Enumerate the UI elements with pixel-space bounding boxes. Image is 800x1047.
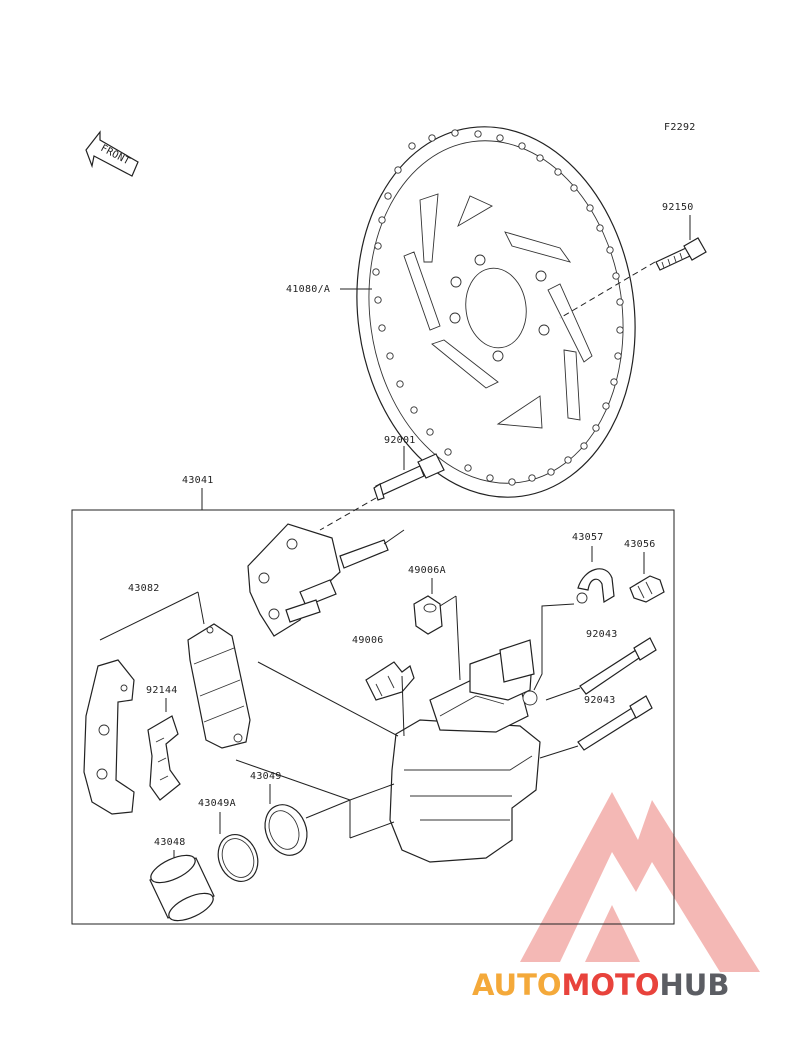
label-bleeder-cap: 43057 [572,532,604,543]
watermark-auto: AUTO [472,968,562,1002]
piston [149,854,215,922]
label-boot-a: 49006A [408,565,446,576]
pin-lower [577,695,653,751]
bleeder-valve [629,575,665,603]
label-piston: 43048 [154,837,186,848]
label-pin-lower: 92043 [584,695,616,706]
label-bleeder-valve: 43056 [624,539,656,550]
watermark-logo [520,792,760,972]
label-seal: 43049 [250,771,282,782]
assembly-frame [71,509,675,925]
pad-backing-plate [83,659,135,815]
label-disc: 41080/A [286,284,330,295]
disc-rim-holes [372,129,624,486]
brake-disc [356,126,636,498]
boot-a [413,595,443,635]
pad-spring [147,715,181,801]
watermark-text: AUTOMOTOHUB [472,968,729,1002]
watermark-hub: HUB [660,968,730,1002]
bolt-92001 [373,453,445,501]
label-disc-bolt: 92150 [662,202,694,213]
seal [264,804,308,856]
label-caliper-assembly: 43041 [182,475,214,486]
watermark-triangle [520,792,760,972]
label-boot: 49006 [352,635,384,646]
disc-bolt [655,237,707,271]
seal-a [217,834,259,882]
watermark-moto: MOTO [562,968,660,1002]
label-pad-assembly: 43082 [128,583,160,594]
label-spring: 92144 [146,685,178,696]
figure-code: F2292 [664,122,696,133]
label-bolt-92001: 92001 [384,435,416,446]
pad-friction-material [187,623,251,749]
bleeder-cap [576,568,615,604]
label-pin-upper: 92043 [586,629,618,640]
caliper-body [389,639,541,863]
pin-upper [579,637,657,695]
label-seal-a: 43049A [198,798,236,809]
caliper-bracket [247,523,405,637]
front-arrow-icon: FRONT [85,130,139,177]
boot [365,661,415,701]
